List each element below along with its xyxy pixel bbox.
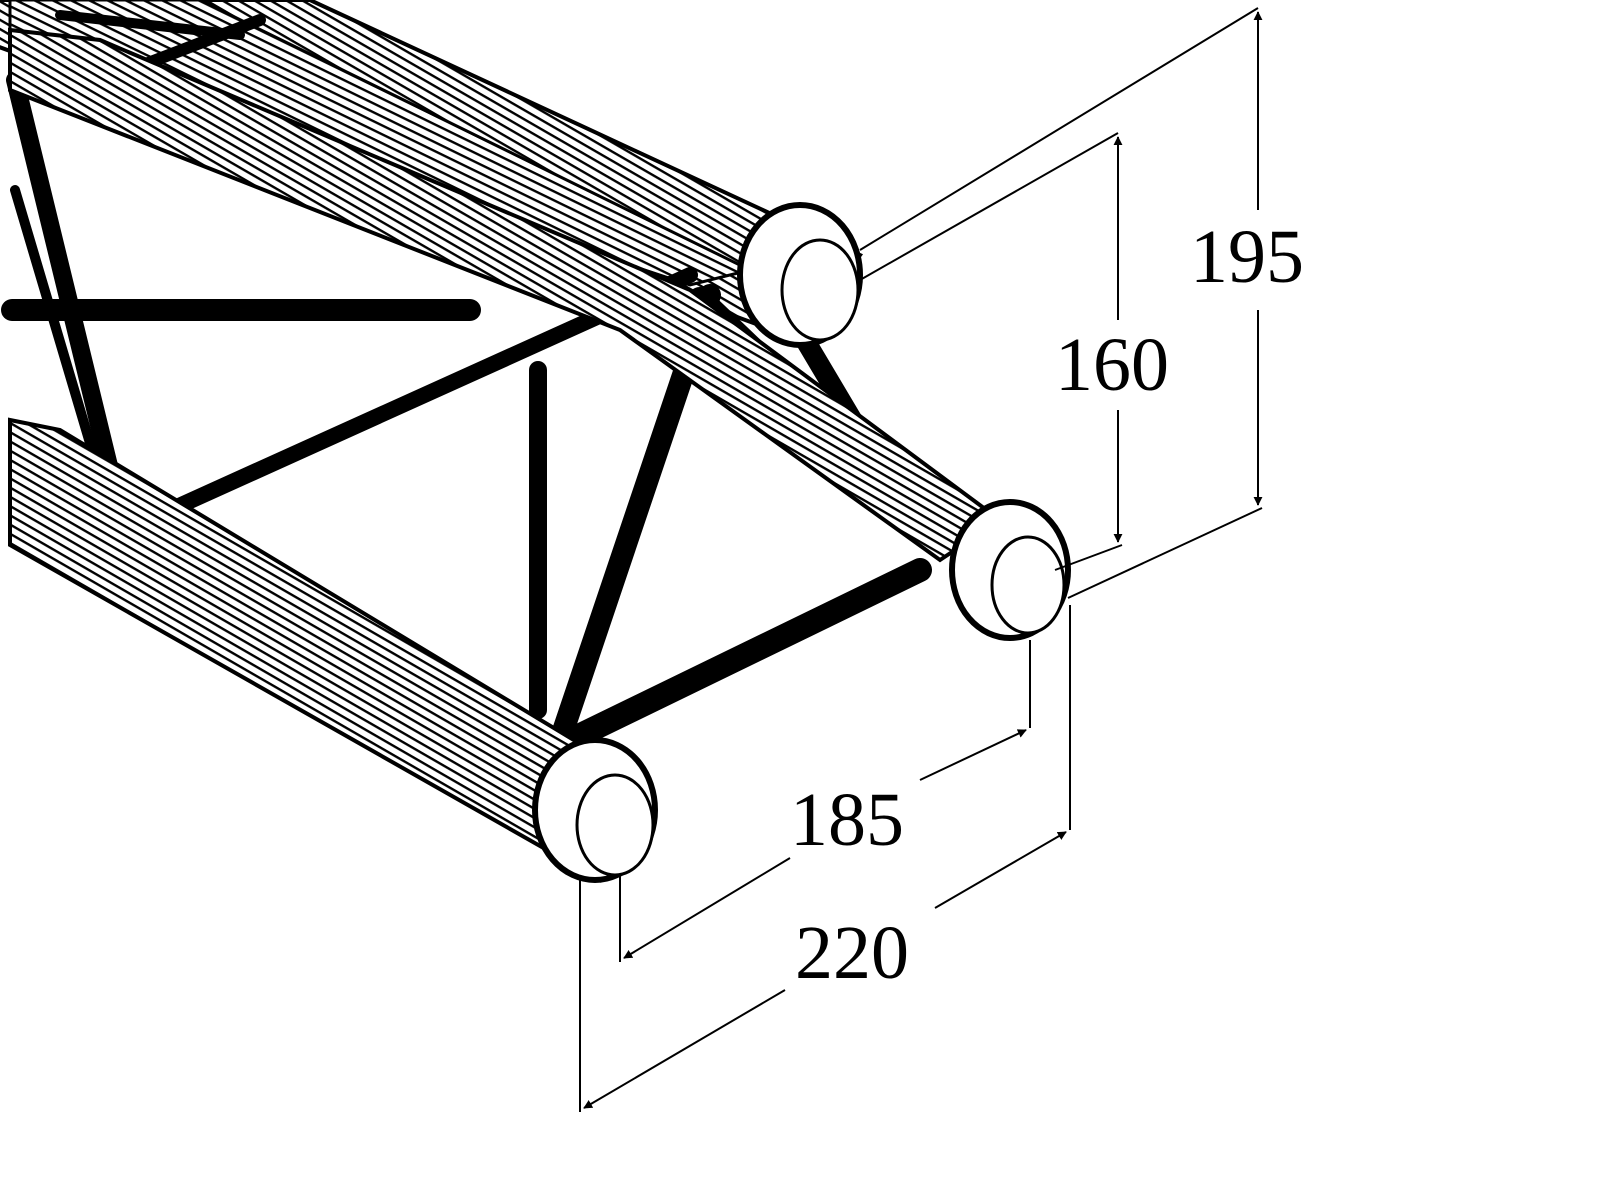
tube-end-caps [532, 202, 1071, 883]
dimension-label-160: 160 [1055, 323, 1169, 407]
truss-structure [0, 0, 1071, 883]
dimension-label-195: 195 [1190, 215, 1304, 299]
dimension-lines [579, 7, 1263, 1112]
dimension-label-185: 185 [790, 778, 904, 862]
dimension-label-220: 220 [795, 911, 909, 995]
